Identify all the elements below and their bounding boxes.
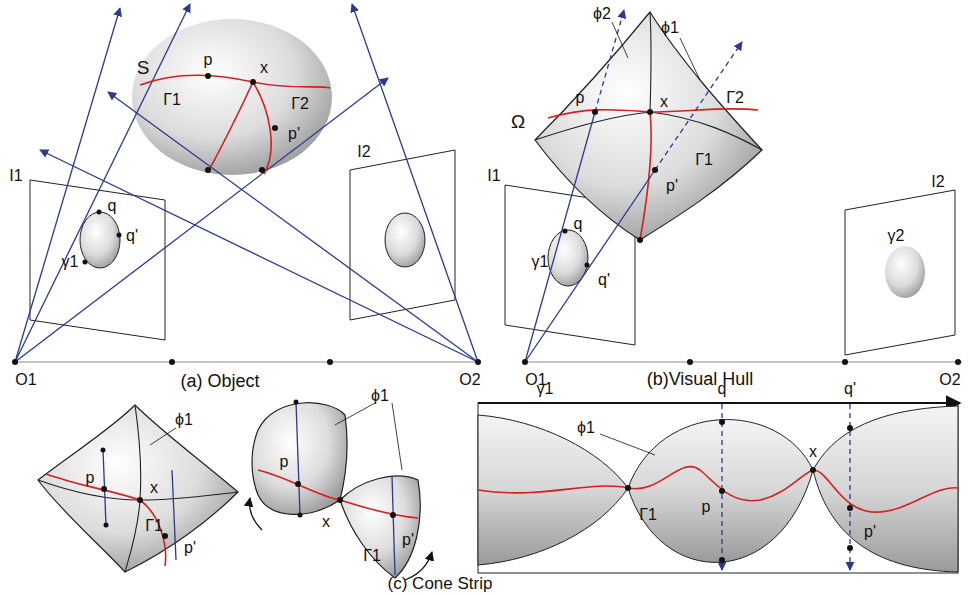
panel-visual-hull xyxy=(505,10,962,365)
figure-label: q xyxy=(574,215,583,233)
figure-label: ϕ1 xyxy=(371,387,389,405)
panel-caption: Ω xyxy=(511,112,525,133)
figure-label: γ1 xyxy=(537,380,554,398)
figure-label: p xyxy=(702,498,711,516)
figure-label: Γ2 xyxy=(291,95,309,113)
figure-label: x xyxy=(150,479,158,497)
panel-cone-strip xyxy=(38,400,960,581)
figure-label: Γ1 xyxy=(145,517,163,535)
figure-label: ϕ1 xyxy=(661,19,679,37)
figure-label: I1 xyxy=(487,167,500,185)
panel-caption: S xyxy=(137,58,150,79)
figure-label: O1 xyxy=(15,371,36,389)
figure-label: x xyxy=(660,93,668,111)
figure-label: Γ1 xyxy=(695,151,713,169)
panel-caption: (b)Visual Hull xyxy=(647,370,754,390)
figure-label: x xyxy=(260,59,268,77)
panel-object xyxy=(12,4,481,365)
figure-label: I2 xyxy=(357,143,370,161)
figure-label: x xyxy=(809,443,817,461)
figure-label: p xyxy=(86,469,95,487)
figure-label: ϕ1 xyxy=(175,411,193,429)
figure-label: q' xyxy=(126,227,138,245)
figure-label: O2 xyxy=(939,371,960,389)
figure-label: O2 xyxy=(459,371,480,389)
figure-label: p xyxy=(280,453,289,471)
figure-label: Γ1 xyxy=(639,506,657,524)
figure-label: γ2 xyxy=(888,227,905,245)
panel-caption: (a) Object xyxy=(180,372,259,392)
figure-label: q' xyxy=(598,271,610,289)
figure-label: ϕ2 xyxy=(593,5,611,23)
figure-label: x xyxy=(322,513,330,531)
figure-label: q' xyxy=(844,380,856,398)
figure-label: ϕ1 xyxy=(577,419,595,437)
figure-label: I1 xyxy=(9,167,22,185)
figure-label: p' xyxy=(864,523,876,541)
figure-label: γ1 xyxy=(532,253,549,271)
figure-label: p' xyxy=(666,177,678,195)
figure-label: Γ1 xyxy=(163,91,181,109)
figure-label: p' xyxy=(288,125,300,143)
figure-label: q xyxy=(108,197,117,215)
figure-label: p' xyxy=(184,539,196,557)
figure-caption: (c) Cone Strip xyxy=(388,575,493,594)
figure-label: Γ1 xyxy=(363,547,381,565)
figure-label: γ1 xyxy=(62,253,79,271)
figure-label: p' xyxy=(402,531,414,549)
figure-label: p xyxy=(204,51,213,69)
figure-label: Γ2 xyxy=(726,89,744,107)
figure-label: I2 xyxy=(931,173,944,191)
figure-label: p xyxy=(576,89,585,107)
figure-label: q xyxy=(718,380,727,398)
